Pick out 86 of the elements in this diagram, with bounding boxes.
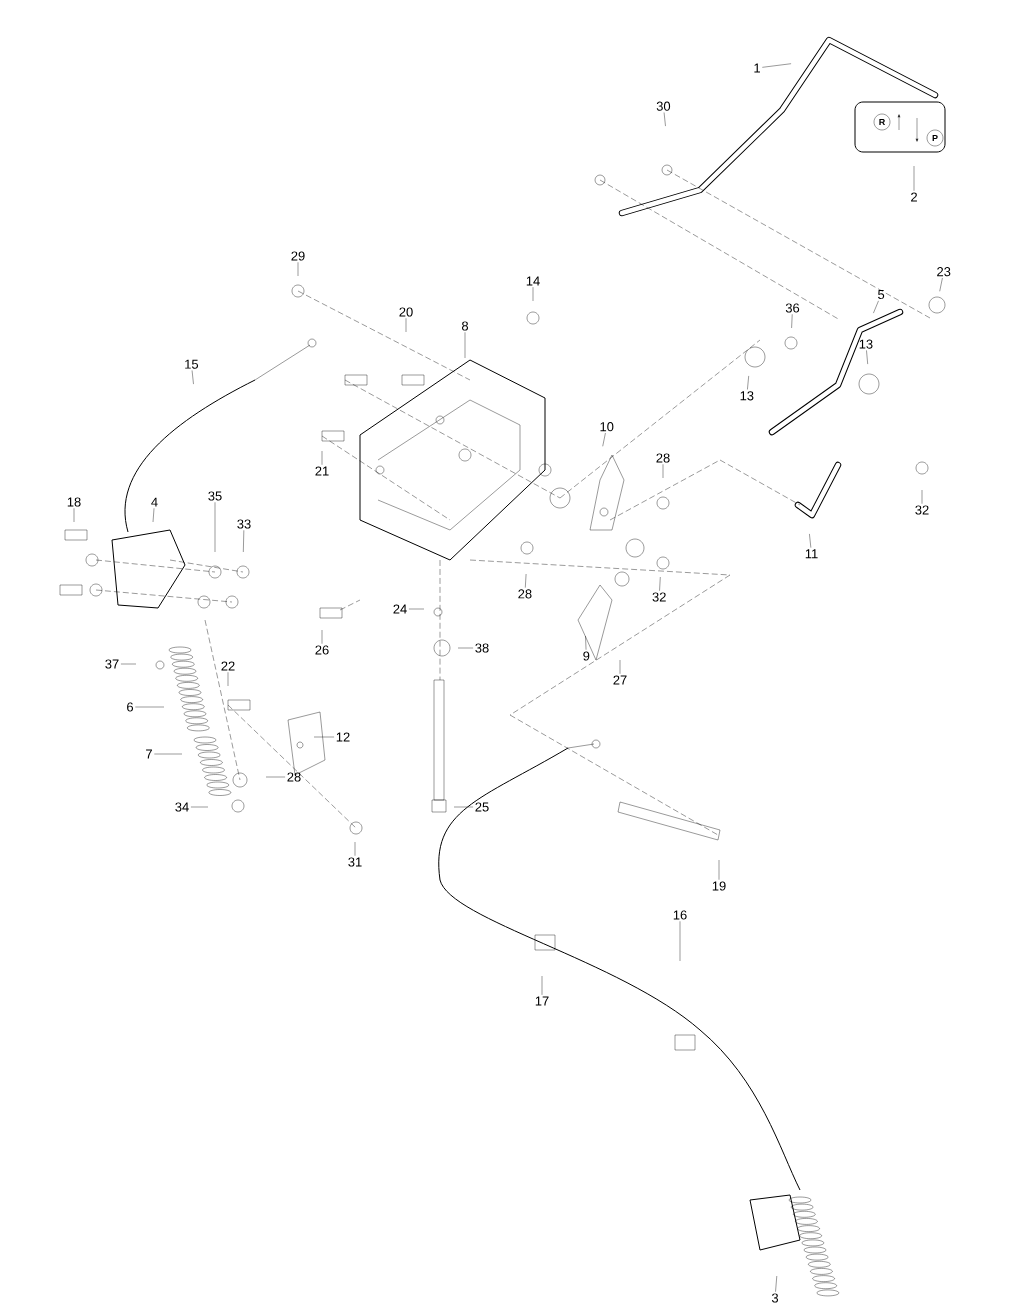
leader-line (73, 508, 75, 523)
callout-number: 25 (475, 802, 489, 812)
callout-number: 28 (518, 589, 532, 599)
decal-letter: P (932, 134, 938, 142)
callout-number: 15 (185, 359, 199, 369)
leader-line (408, 608, 425, 610)
leader-line (191, 370, 194, 385)
callout-number: 27 (613, 675, 627, 685)
callout-number: 13 (740, 391, 754, 401)
leader-line (265, 776, 286, 778)
callout-number: 17 (535, 996, 549, 1006)
callout-number: 7 (146, 749, 152, 759)
leader-line (214, 502, 216, 553)
leader-line (659, 576, 661, 591)
callout-number: 34 (175, 802, 189, 812)
leader-line (525, 573, 527, 588)
leader-line (190, 806, 209, 808)
callout-number: 22 (221, 661, 235, 671)
leader-line (313, 736, 335, 738)
leader-line (679, 921, 681, 962)
callout-number: 1 (754, 63, 760, 73)
leader-line (939, 277, 943, 292)
leader-line (464, 332, 466, 359)
callout-number: 12 (336, 732, 350, 742)
callout-number: 19 (712, 881, 726, 891)
leader-line (453, 806, 474, 808)
callout-number: 26 (315, 645, 329, 655)
callout-number: 13 (859, 339, 873, 349)
leader-line (921, 489, 923, 504)
callout-number: 33 (237, 519, 251, 529)
leader-line (663, 112, 666, 127)
callout-number: 37 (105, 659, 119, 669)
callout-number: 23 (937, 267, 951, 277)
leader-line (227, 672, 229, 687)
callout-number: 9 (583, 651, 590, 661)
leader-line (775, 1275, 777, 1292)
callout-number: 21 (315, 466, 329, 476)
callout-number: 32 (915, 505, 929, 515)
leader-line (457, 647, 474, 649)
callout-number: 24 (393, 604, 407, 614)
leader-line (809, 533, 812, 548)
leader-line (321, 629, 323, 644)
callout-number: 30 (656, 101, 671, 111)
leader-line (154, 753, 183, 755)
callout-number: 14 (526, 276, 540, 286)
leader-line (321, 450, 323, 465)
callout-number: 6 (127, 702, 134, 712)
leader-line (747, 375, 749, 390)
leader-line (297, 262, 299, 277)
callout-number: 28 (287, 772, 301, 782)
leader-line (532, 286, 534, 302)
callout-number: 8 (461, 321, 469, 331)
callout-number: 10 (600, 422, 614, 432)
callout-number: 4 (151, 497, 158, 507)
callout-number: 3 (771, 1293, 779, 1303)
leader-line (243, 530, 245, 553)
leader-line (135, 706, 165, 708)
callout-number: 35 (208, 491, 222, 501)
leader-line (762, 63, 792, 68)
callout-number: 38 (475, 643, 489, 653)
callout-number: 28 (656, 453, 670, 463)
leader-line (873, 300, 879, 314)
callout-number: 11 (805, 549, 818, 559)
leader-line (120, 663, 137, 665)
callout-number: 18 (67, 497, 81, 507)
leader-line (585, 635, 587, 650)
leader-line (354, 841, 356, 856)
callout-number: 20 (399, 307, 413, 317)
callout-number: 29 (291, 251, 305, 261)
leader-line (602, 432, 606, 447)
leader-line (718, 859, 720, 880)
callout-number: 31 (348, 857, 362, 867)
leader-line (619, 659, 621, 674)
leader-line (662, 464, 664, 479)
leader-line (152, 508, 155, 523)
callout-number: 16 (673, 910, 687, 920)
callout-number: 5 (878, 290, 885, 300)
decal-letter: R (879, 118, 886, 126)
leader-line (791, 314, 793, 329)
leader-line (866, 350, 868, 365)
leader-line (913, 165, 915, 191)
callout-number: 2 (911, 192, 917, 202)
callout-number: 36 (785, 303, 800, 313)
callout-number: 32 (652, 592, 666, 602)
leader-line (405, 318, 407, 333)
leader-line (541, 975, 543, 996)
